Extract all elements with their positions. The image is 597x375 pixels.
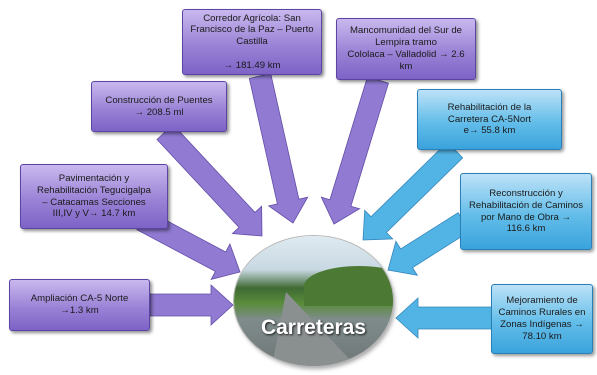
node-ampliacion-ca5: Ampliación CA-5 Norte →1.3 km	[9, 279, 150, 331]
arrow-puentes	[156, 123, 263, 237]
node-text: Reconstrucción y Rehabilitación de Camin…	[468, 187, 584, 235]
node-text: Rehabilitación de la Carretera CA-5Nort …	[447, 101, 532, 137]
node-corredor-agricola: Corredor Agrícola: San Francisco de la P…	[182, 9, 322, 75]
center-label: Carreteras	[260, 316, 367, 339]
arrow-mancomunidad	[320, 76, 389, 225]
node-text: Mejoramiento de Caminos Rurales en Zonas…	[498, 295, 586, 342]
node-text: Pavimentación y Rehabilitación Tegucigal…	[37, 172, 151, 220]
arrow-mejoramiento	[395, 297, 493, 339]
node-pavimentacion: Pavimentación y Rehabilitación Tegucigal…	[20, 164, 168, 229]
node-mejoramiento: Mejoramiento de Caminos Rurales en Zonas…	[491, 284, 593, 354]
arrow-corredor	[248, 73, 309, 224]
node-mancomunidad: Mancomunidad del Sur de Lempira tramo Co…	[336, 18, 476, 80]
road-photo-road	[272, 292, 356, 366]
node-text: Corredor Agrícola: San Francisco de la P…	[190, 12, 314, 71]
arrow-reconstruccion	[387, 212, 471, 276]
center-node-carreteras: Carreteras	[234, 236, 393, 366]
arrow-ca5nort	[362, 141, 464, 241]
arrow-ampliacion	[149, 284, 234, 326]
node-reconstruccion: Reconstrucción y Rehabilitación de Camin…	[460, 173, 592, 250]
node-text: Ampliación CA-5 Norte →1.3 km	[30, 293, 129, 316]
node-text: Mancomunidad del Sur de Lempira tramo Co…	[347, 25, 465, 72]
node-rehabilitacion-ca5: Rehabilitación de la Carretera CA-5Nort …	[417, 89, 562, 150]
node-text: Construcción de Puentes → 208.5 ml	[105, 94, 213, 118]
node-construccion-puentes: Construcción de Puentes → 208.5 ml	[91, 81, 227, 132]
